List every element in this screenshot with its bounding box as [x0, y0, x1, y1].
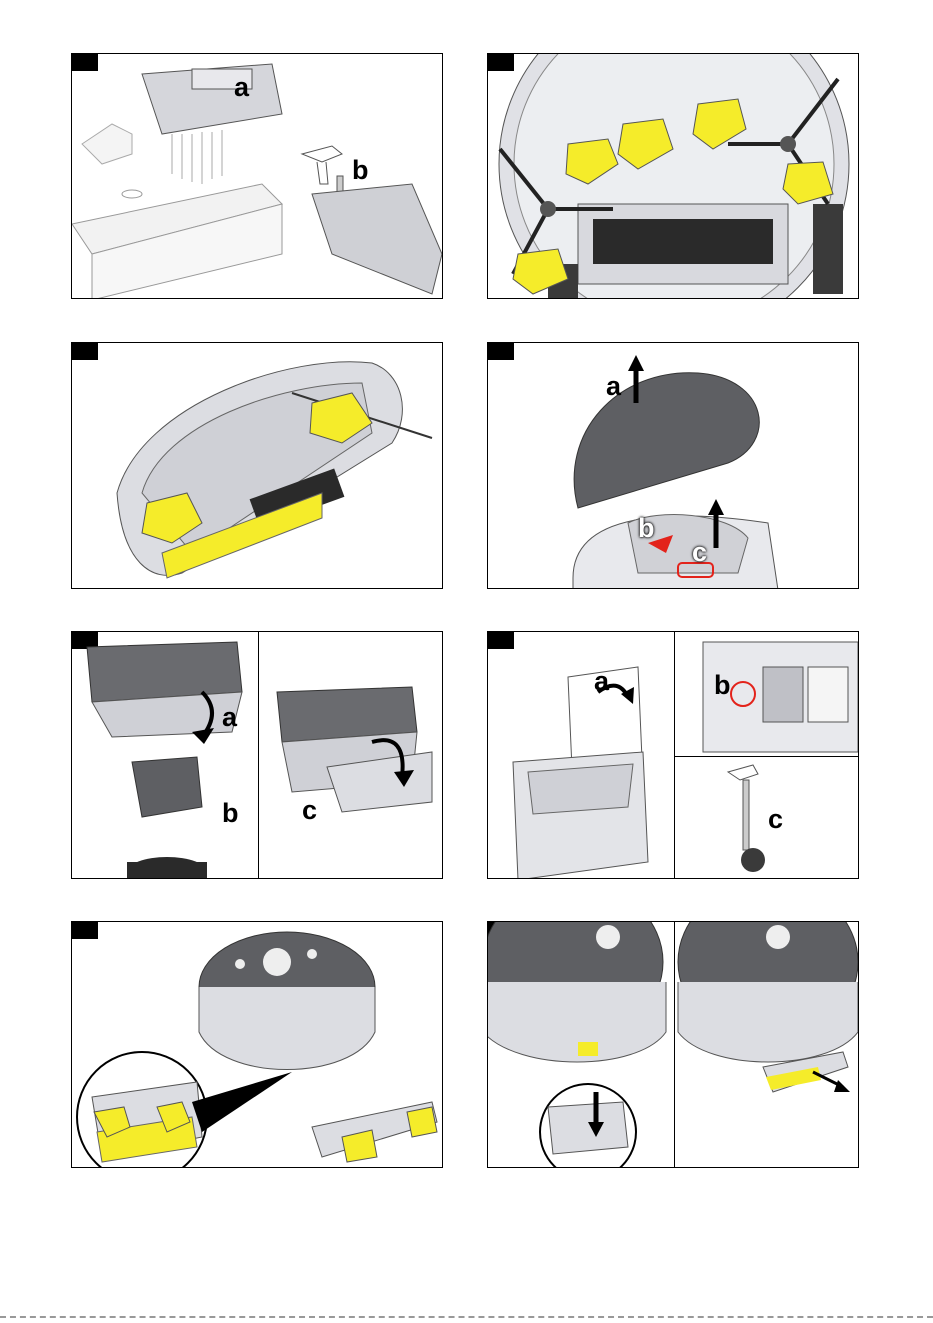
- callout-label: a: [222, 704, 237, 731]
- cover-removal-illustration: [488, 343, 859, 589]
- figure-panel-7: [71, 921, 443, 1168]
- callout-label: b: [352, 157, 369, 184]
- dust-bin-emptying-illustration: [72, 632, 443, 879]
- robot-tilted-wipe-illustration: [72, 343, 443, 589]
- figure-panel-3: [71, 342, 443, 589]
- callout-label: c: [692, 539, 707, 566]
- callout-label: b: [714, 672, 731, 699]
- mop-module-removal-illustration: [488, 922, 859, 1168]
- callout-label: a: [606, 373, 621, 400]
- figure-panel-6: a b c: [487, 631, 859, 879]
- figure-panel-5: a b c: [71, 631, 443, 879]
- robot-underside-cleaning-illustration: [488, 54, 859, 299]
- figure-panel-2: [487, 53, 859, 299]
- sink-rinse-illustration: [72, 54, 443, 299]
- mop-module-cleaning-illustration: [72, 922, 443, 1168]
- callout-label: b: [638, 515, 655, 542]
- callout-label: c: [768, 806, 783, 833]
- figure-panel-4: a b c: [487, 342, 859, 589]
- figure-panel-1: a b: [71, 53, 443, 299]
- callout-label: a: [594, 668, 609, 695]
- page-bottom-border: [0, 1316, 933, 1318]
- base-station-cleaning-illustration: [488, 632, 859, 879]
- callout-label: a: [234, 74, 249, 101]
- callout-label: c: [302, 797, 317, 824]
- callout-label: b: [222, 800, 239, 827]
- figure-panel-8: [487, 921, 859, 1168]
